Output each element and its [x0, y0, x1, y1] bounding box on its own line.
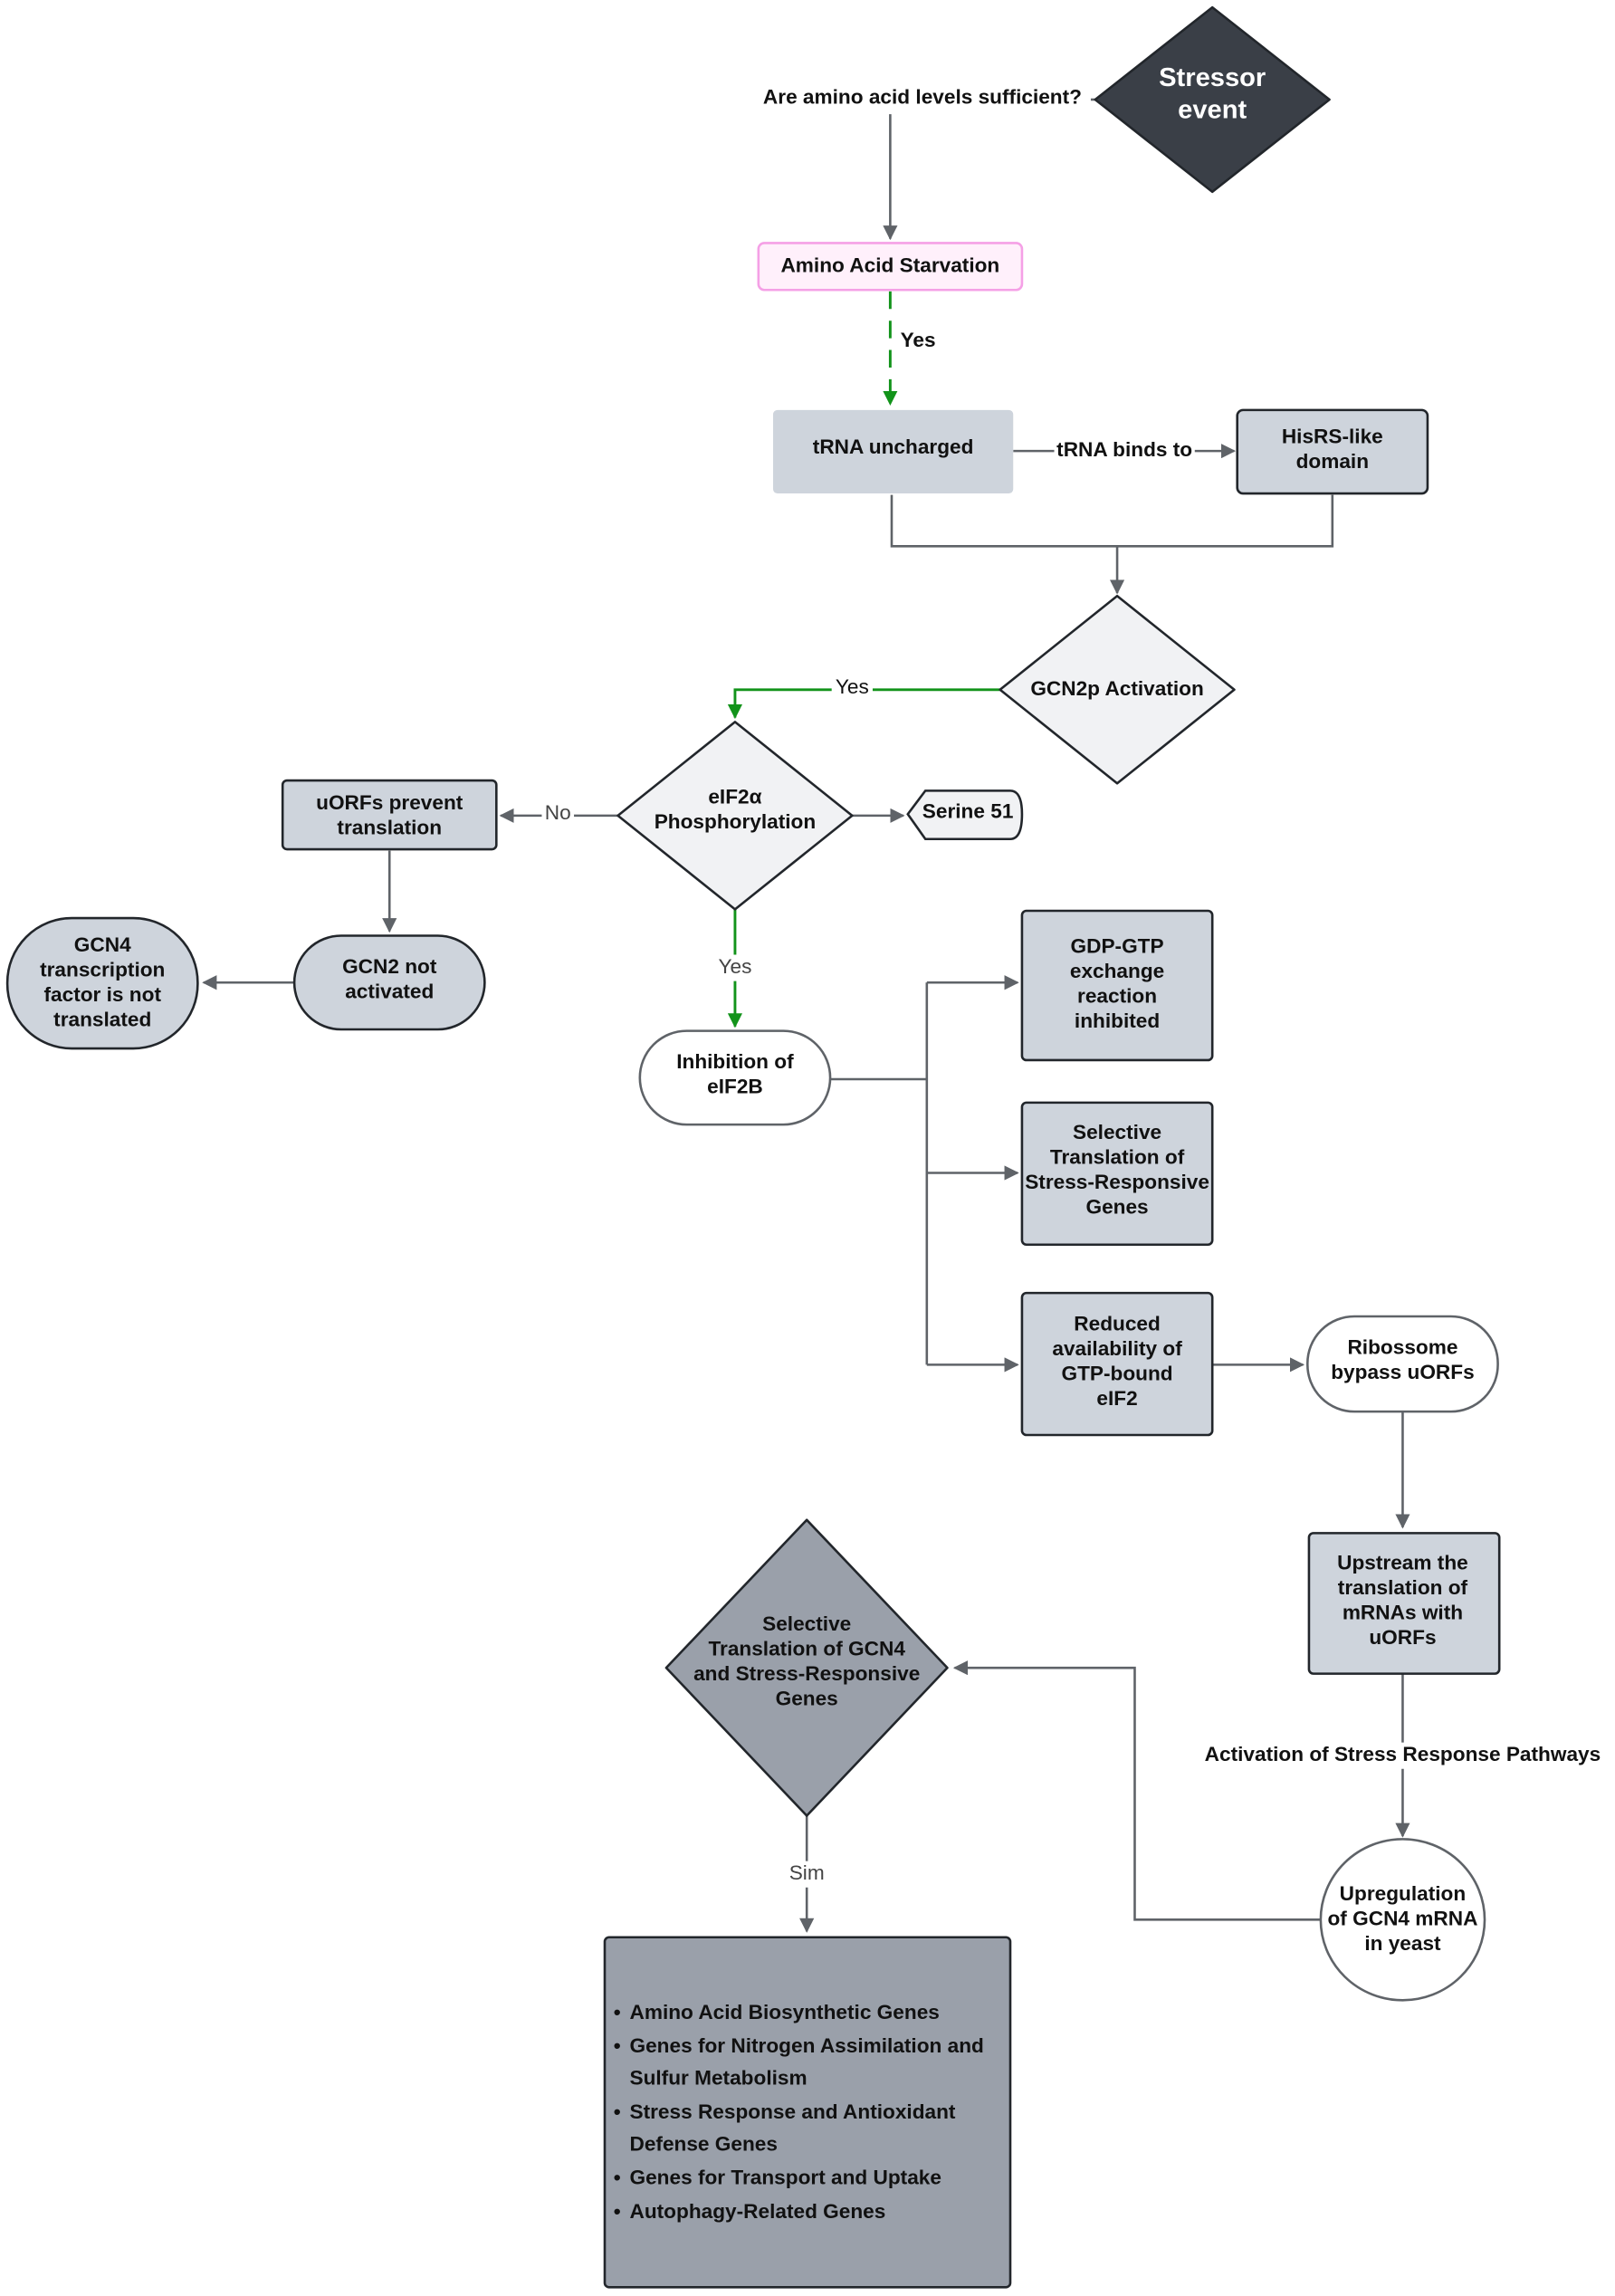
node-text: tRNA uncharged — [813, 435, 974, 458]
node-text: Selective — [762, 1612, 851, 1635]
node-text: domain — [1296, 450, 1369, 473]
node-text: eIF2B — [707, 1076, 763, 1098]
node-text: HisRS-like — [1282, 426, 1383, 448]
node-eif2a-phosphorylation[interactable]: eIF2α Phosphorylation — [616, 721, 854, 911]
edge-gcn2p-eif2a — [727, 688, 1000, 720]
node-text: Amino Acid Starvation — [780, 254, 999, 276]
list-item: Amino Acid Biosynthetic Genes — [629, 2001, 939, 2023]
node-text: inhibited — [1075, 1009, 1160, 1032]
edge-to-gcn2p — [890, 494, 1334, 593]
edge-label-binds: tRNA binds to — [1056, 438, 1192, 461]
edge-label-sim: Sim — [789, 1861, 825, 1884]
node-amino-acid-starvation[interactable]: Amino Acid Starvation — [757, 242, 1024, 292]
node-reduced-availability[interactable]: Reduced availability of GTP-bound eIF2 — [1020, 1291, 1214, 1437]
node-uorfs-prevent-translation[interactable]: uORFs prevent translation — [281, 779, 498, 851]
node-text: Stressor — [1159, 63, 1266, 92]
node-text: uORFs prevent — [316, 791, 463, 814]
node-stressor[interactable]: Stressor event — [1094, 5, 1331, 194]
node-text: GCN2p Activation — [1030, 677, 1204, 700]
node-text: Genes — [1085, 1195, 1148, 1218]
node-text: Ribossome — [1347, 1336, 1457, 1359]
node-target-genes-list[interactable]: • Amino Acid Biosynthetic Genes • Genes … — [603, 1936, 1012, 2289]
list-item: Stress Response and Antioxidant — [629, 2100, 955, 2123]
edge-upregulation-selective — [952, 1660, 1321, 1921]
node-inhibition-eif2b[interactable]: Inhibition of eIF2B — [638, 1029, 832, 1126]
node-text: GCN4 — [74, 933, 131, 956]
node-ribosome-bypass[interactable]: Ribossome bypass uORFs — [1306, 1315, 1499, 1413]
node-text: availability of — [1052, 1337, 1182, 1360]
edges — [202, 98, 1410, 1933]
list-item: Autophagy-Related Genes — [629, 2200, 885, 2223]
node-upstream-translation[interactable]: Upstream the translation of mRNAs with u… — [1307, 1532, 1501, 1675]
list-item: Defense Genes — [629, 2132, 777, 2155]
node-text: and Stress-Responsive — [693, 1662, 920, 1685]
bullet: • — [614, 2001, 621, 2023]
node-selective-translation-gcn4[interactable]: Selective Translation of GCN4 and Stress… — [664, 1518, 949, 1817]
node-text: Serine 51 — [922, 800, 1014, 823]
node-text: GCN2 not — [342, 955, 437, 978]
edge-label-yes: Yes — [901, 329, 936, 351]
edge-inhibition-branch — [830, 982, 929, 1365]
node-text: Reduced — [1074, 1313, 1161, 1335]
node-text: Inhibition of — [676, 1050, 794, 1073]
node-text: Selective — [1073, 1121, 1161, 1143]
node-text: translation of — [1338, 1576, 1468, 1599]
node-serine-51[interactable]: Serine 51 — [906, 789, 1024, 841]
node-text: uORFs — [1369, 1626, 1436, 1649]
node-text: Translation of GCN4 — [708, 1638, 905, 1660]
node-text: transcription — [40, 958, 165, 981]
node-gcn2-not-activated[interactable]: GCN2 not activated — [292, 934, 486, 1031]
node-text: eIF2α — [708, 785, 761, 808]
node-selective-translation-stress[interactable]: Selective Translation of Stress-Responsi… — [1020, 1101, 1214, 1247]
node-text: factor is not — [44, 983, 162, 1006]
bullet: • — [614, 2167, 621, 2189]
node-text: Translation of — [1050, 1145, 1185, 1168]
node-gcn2p-activation[interactable]: GCN2p Activation — [999, 594, 1236, 785]
bullet: • — [614, 2200, 621, 2223]
node-text: Phosphorylation — [655, 810, 817, 833]
edge-label-yes: Yes — [718, 955, 751, 978]
bullet: • — [614, 2034, 621, 2057]
edge-label-yes: Yes — [836, 675, 869, 698]
node-text: eIF2 — [1096, 1387, 1137, 1410]
node-upregulation-gcn4[interactable]: Upregulation of GCN4 mRNA in yeast — [1319, 1838, 1486, 2002]
node-text: translated — [53, 1008, 151, 1030]
node-text: Stress-Responsive — [1025, 1171, 1209, 1193]
node-text: reaction — [1077, 984, 1157, 1007]
edge-label-question: Are amino acid levels sufficient? — [763, 85, 1082, 108]
node-gdp-gtp-inhibited[interactable]: GDP-GTP exchange reaction inhibited — [1020, 909, 1214, 1062]
node-text: bypass uORFs — [1331, 1361, 1474, 1383]
edge-label-activation: Activation of Stress Response Pathways — [1205, 1743, 1601, 1765]
node-gcn4-not-translated[interactable]: GCN4 transcription factor is not transla… — [5, 916, 199, 1050]
bullet: • — [614, 2100, 621, 2123]
node-trna-uncharged[interactable]: tRNA uncharged — [772, 409, 1014, 494]
list-item: Genes for Nitrogen Assimilation and — [629, 2034, 983, 2057]
list-item: Sulfur Metabolism — [629, 2067, 807, 2090]
edge-label-no: No — [545, 801, 571, 824]
node-text: GTP-bound — [1061, 1363, 1172, 1385]
node-hisrs-domain[interactable]: HisRS-like domain — [1236, 408, 1429, 495]
list-item: Genes for Transport and Uptake — [629, 2167, 941, 2189]
node-text: of GCN4 mRNA — [1327, 1907, 1477, 1929]
node-text: mRNAs with — [1343, 1601, 1463, 1623]
node-text: Upregulation — [1340, 1882, 1467, 1905]
node-text: activated — [345, 981, 434, 1003]
node-text: in yeast — [1364, 1932, 1441, 1955]
node-text: Genes — [776, 1688, 838, 1710]
node-text: Upstream the — [1337, 1551, 1468, 1574]
node-text: GDP-GTP — [1071, 934, 1164, 957]
node-text: translation — [337, 816, 442, 838]
node-text: event — [1178, 96, 1247, 125]
node-text: exchange — [1070, 960, 1164, 982]
